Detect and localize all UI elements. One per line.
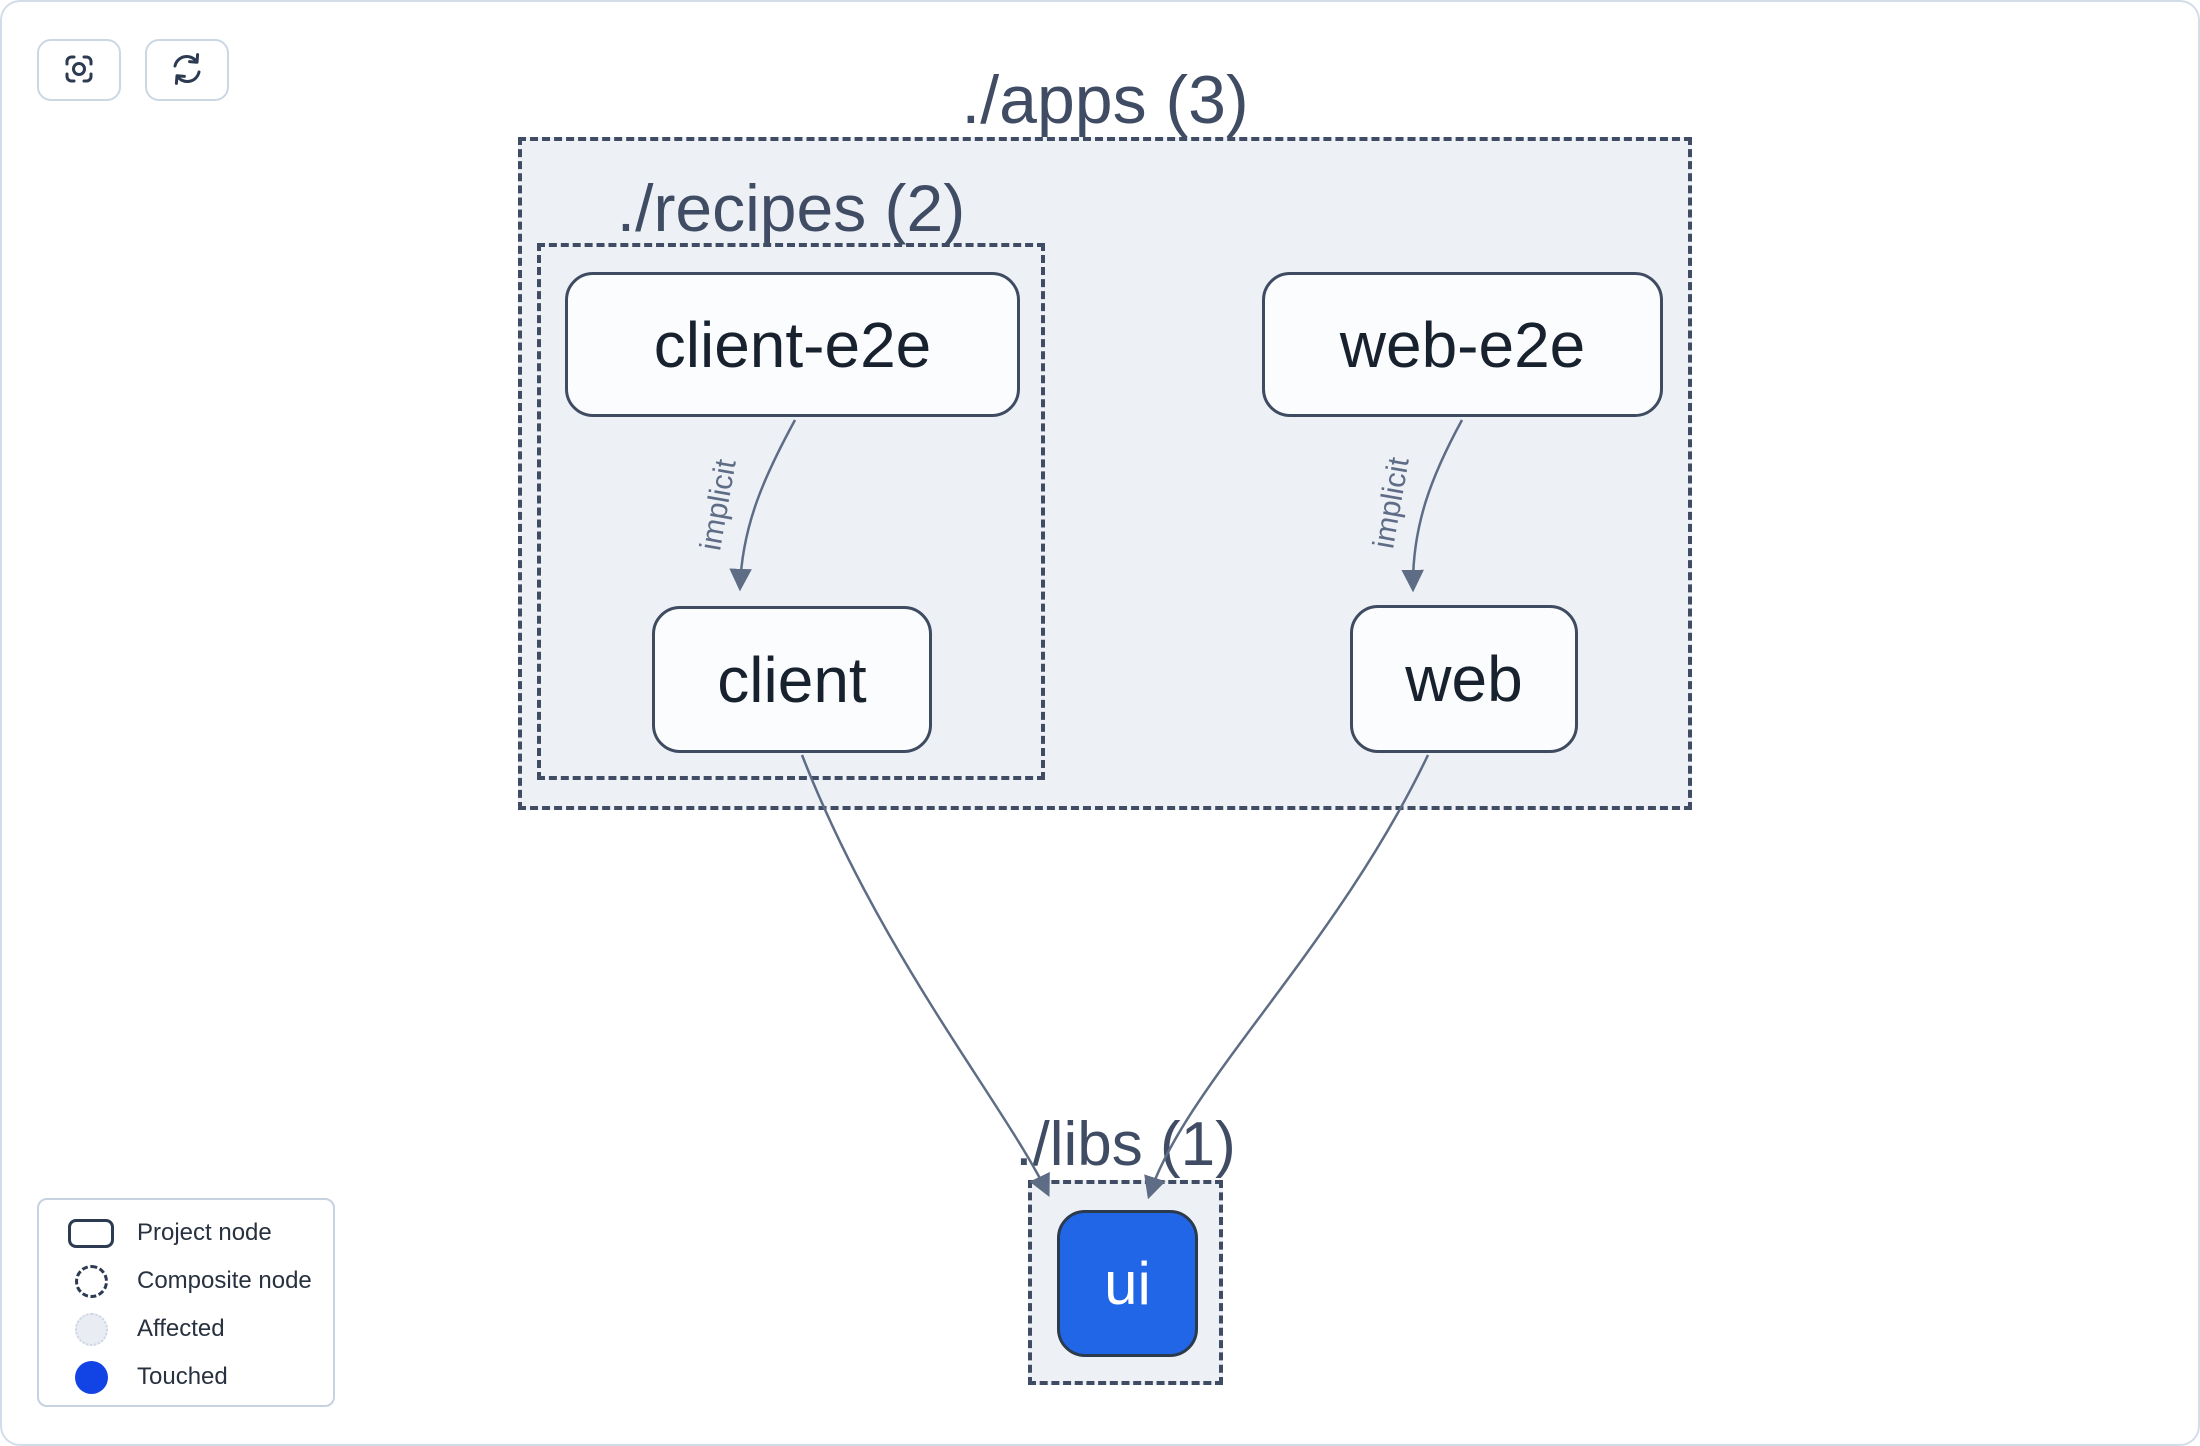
node-label: web-e2e (1339, 308, 1586, 381)
project-node-web-e2e[interactable]: web-e2e (1262, 272, 1663, 417)
project-node-client-e2e[interactable]: client-e2e (565, 272, 1020, 417)
focus-icon (62, 52, 96, 89)
legend-label: Project node (137, 1219, 272, 1246)
project-node-web[interactable]: web (1350, 605, 1578, 753)
legend-item-composite-node: Composite node (39, 1257, 333, 1305)
legend: Project node Composite node Affected Tou… (37, 1198, 335, 1407)
legend-label: Touched (137, 1363, 228, 1390)
edge-web-e2e-to-web[interactable] (1401, 419, 1464, 593)
refresh-graph-button[interactable] (145, 39, 229, 101)
composite-node-swatch-icon (74, 1264, 108, 1298)
project-node-client[interactable]: client (652, 606, 932, 753)
node-label: client (717, 643, 867, 716)
legend-item-project-node: Project node (39, 1209, 333, 1257)
legend-item-touched: Touched (39, 1353, 333, 1401)
edge-web-to-ui[interactable] (1144, 754, 1430, 1200)
touched-swatch-icon (74, 1360, 108, 1394)
group-label-recipes: ./recipes (2) (616, 171, 966, 245)
legend-label: Composite node (137, 1267, 312, 1294)
refresh-icon (169, 51, 205, 90)
legend-label: Affected (137, 1315, 225, 1342)
affected-swatch-icon (74, 1312, 108, 1346)
edge-client-e2e-to-client[interactable] (729, 419, 797, 592)
project-node-ui[interactable]: ui (1057, 1210, 1198, 1357)
composite-group-recipes[interactable]: ./recipes (2) (537, 171, 1045, 780)
group-label-libs: ./libs (1) (1015, 1110, 1236, 1179)
legend-item-affected: Affected (39, 1305, 333, 1353)
node-label: ui (1104, 1250, 1151, 1317)
node-label: client-e2e (653, 308, 932, 381)
node-label: web (1405, 643, 1523, 715)
edge-client-to-ui[interactable] (800, 754, 1050, 1198)
project-node-swatch-icon (68, 1218, 114, 1248)
focus-graph-button[interactable] (37, 39, 121, 101)
group-label-apps: ./apps (3) (961, 62, 1249, 138)
